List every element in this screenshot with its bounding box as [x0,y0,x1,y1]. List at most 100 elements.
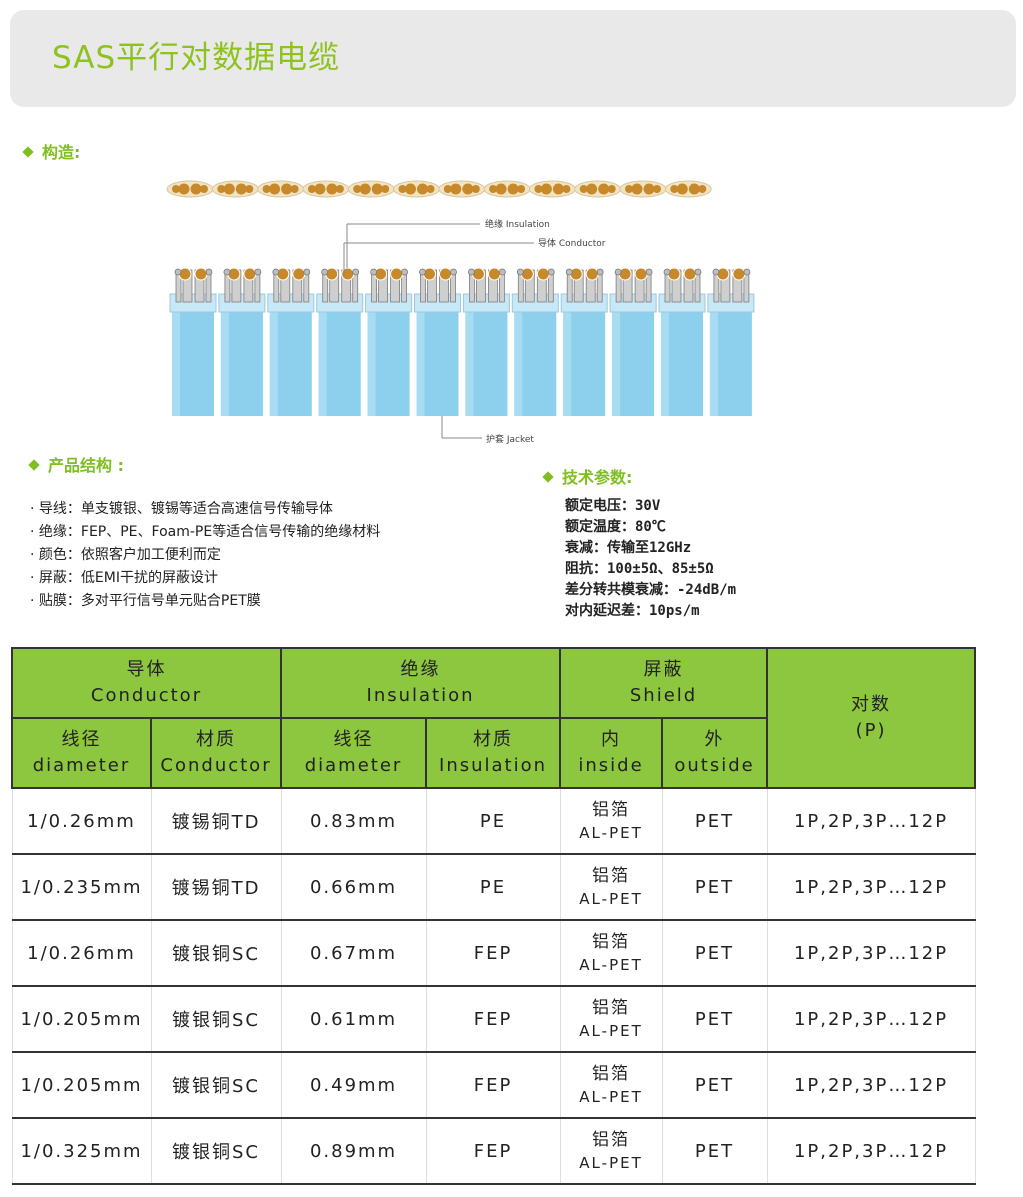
pair-cross-section [619,180,667,198]
section-construction: 构造: [22,142,81,164]
insulation-label: 绝缘 Insulation [485,218,550,230]
pair-cross-section [574,180,622,198]
cell-cond-diameter: 1/0.205mm [11,1052,152,1119]
cell-shield-outside: PET [661,1052,768,1119]
section-tech: 技术参数: [542,467,633,489]
header-insulation: 绝缘 Insulation [280,647,562,719]
cell-cond-diameter: 1/0.325mm [11,1118,152,1185]
cable-pair [511,267,559,416]
structure-item: · 屏蔽：低EMI干扰的屏蔽设计 [30,570,218,586]
tech-params: 额定电压：30V 额定温度：80℃ 衰减：传输至12GHz 阻抗：100±5Ω、… [565,496,736,622]
cell-cond-material: 镀锡铜TD [150,854,282,921]
cable-pair [414,267,461,416]
cell-shield-outside: PET [661,788,768,855]
cell-cond-material: 镀银铜SC [150,1052,282,1119]
structure-item: · 颜色：依照客户加工便利而定 [30,547,221,563]
diamond-bullet-icon [22,146,34,158]
cell-shield-outside: PET [661,854,768,921]
cell-pairs: 1P,2P,3P…12P [766,854,976,921]
subheader-ins-material: 材质 Insulation [425,717,562,789]
cell-ins-diameter: 0.83mm [280,788,427,855]
subheader-shield-inside: 内 inside [559,717,664,789]
cell-cond-diameter: 1/0.235mm [11,854,152,921]
param-item: 对内延迟差：10ps/m [565,603,700,619]
pair-cross-section [166,180,214,198]
diamond-bullet-icon [542,471,554,483]
cell-ins-material: FEP [425,920,561,987]
cable-pair [267,267,315,416]
section-tech-label: 技术参数: [562,468,633,487]
cell-cond-diameter: 1/0.205mm [11,986,152,1053]
cell-pairs: 1P,2P,3P…12P [766,788,976,855]
cable-pair [365,267,413,416]
cell-cond-material: 镀银铜SC [150,920,282,987]
header-bar [10,10,1016,107]
cable-diagram: 绝缘 Insulation 导体 Conductor 护套 Jacket [166,180,755,445]
subheader-ins-diameter: 线径 diameter [280,717,428,789]
structure-item: · 导线：单支镀银、镀锡等适合高速信号传输导体 [30,501,333,517]
diamond-bullet-icon [28,459,40,471]
cell-ins-material: PE [425,854,561,921]
cable-pair [658,267,706,416]
pair-cross-section [347,180,395,198]
cell-shield-outside: PET [661,920,768,987]
cell-ins-diameter: 0.61mm [280,986,427,1053]
cell-pairs: 1P,2P,3P…12P [766,1052,976,1119]
header-pairs: 对数 (P) [766,647,977,789]
pair-cross-section [664,180,712,198]
page-title: SAS平行对数据电缆 [52,40,341,76]
param-item: 额定温度：80℃ [565,519,666,535]
cell-pairs: 1P,2P,3P…12P [766,986,976,1053]
section-structure: 产品结构 : [28,455,124,477]
cell-ins-material: FEP [425,1118,561,1185]
cell-pairs: 1P,2P,3P…12P [766,1118,976,1185]
cable-pair [707,267,755,416]
cell-ins-material: FEP [425,986,561,1053]
pair-cross-section [302,180,350,198]
subheader-shield-outside: 外 outside [661,717,769,789]
structure-item: · 贴膜：多对平行信号单元贴合PET膜 [30,593,261,609]
cell-ins-material: PE [425,788,561,855]
cable-pair [218,267,266,416]
cable-pair [462,267,510,416]
cell-ins-diameter: 0.89mm [280,1118,427,1185]
header-shield: 屏蔽 Shield [559,647,769,719]
section-construction-label: 构造: [42,143,81,162]
cell-shield-outside: PET [661,986,768,1053]
subheader-cond-material: 材质 Conductor [149,717,283,789]
structure-list: · 导线：单支镀银、镀锡等适合高速信号传输导体 · 绝缘：FEP、PE、Foam… [30,498,380,613]
spec-table: 导体 Conductor 绝缘 Insulation 屏蔽 Shield 对数 … [10,647,977,1185]
section-structure-label: 产品结构 : [48,456,124,475]
cell-cond-diameter: 1/0.26mm [11,920,152,987]
pair-cross-section [483,180,531,198]
cable-pair [169,267,217,416]
cell-shield-outside: PET [661,1118,768,1185]
subheader-cond-diameter: 线径 diameter [11,717,152,789]
cell-ins-diameter: 0.66mm [280,854,427,921]
cell-cond-material: 镀锡铜TD [150,788,282,855]
pair-cross-section [438,180,486,198]
pair-cross-section [393,180,440,198]
structure-item: · 绝缘：FEP、PE、Foam-PE等适合信号传输的绝缘材料 [30,524,381,540]
param-item: 额定电压：30V [565,498,661,514]
conductor-label: 导体 Conductor [538,237,606,249]
param-item: 阻抗：100±5Ω、85±5Ω [565,561,714,577]
cell-ins-diameter: 0.67mm [280,920,427,987]
pair-cross-section [211,180,259,198]
jacket-label: 护套 Jacket [486,433,534,445]
cable-pair [316,267,364,416]
cell-pairs: 1P,2P,3P…12P [766,920,976,987]
cell-ins-diameter: 0.49mm [280,1052,427,1119]
cable-pair [560,267,608,416]
